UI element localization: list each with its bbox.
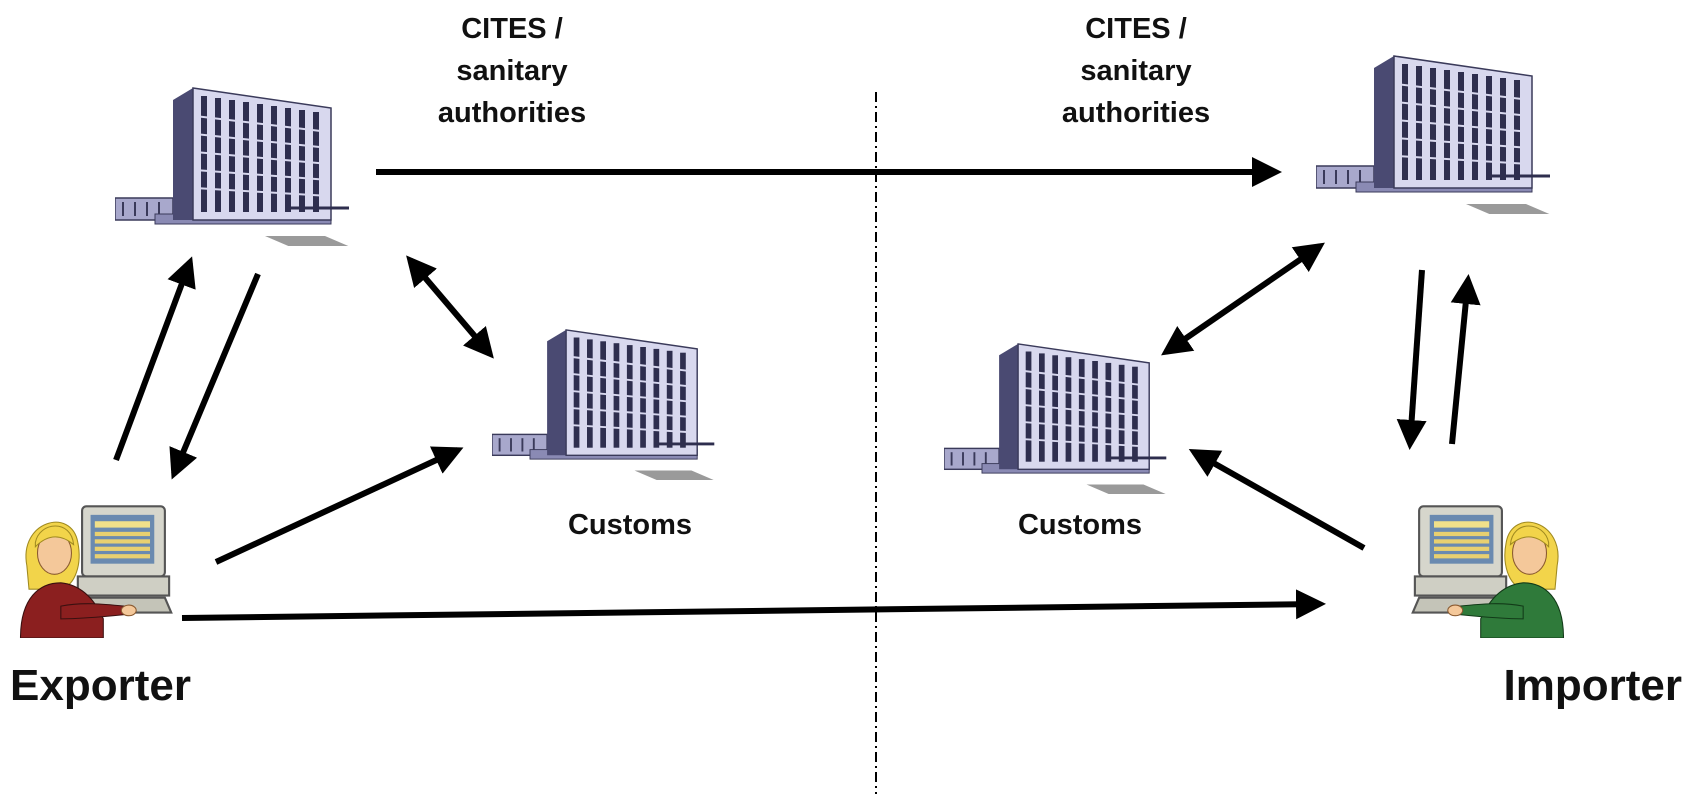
arrow-importer-to-authority-right (1449, 274, 1481, 445)
authority-right-label-line3: authorities (1062, 97, 1210, 129)
importer-person-icon (1411, 505, 1565, 638)
authority-left-label-line2: sanitary (456, 55, 567, 87)
authority-left-label-line3: authorities (438, 97, 586, 129)
authority-right-label-line1: CITES / (1085, 13, 1187, 45)
authority-left-label-line1: CITES / (461, 13, 563, 45)
arrow-exporter-to-importer (181, 589, 1326, 621)
exporter-label: Exporter (10, 661, 191, 710)
importer-label: Importer (1504, 661, 1682, 710)
arrow-exporter-to-authority-left (113, 256, 196, 462)
arrow-authority-left-to-exporter (169, 272, 261, 480)
arrow-importer-to-customs-right (1188, 449, 1366, 551)
arrow-authority-left-customs-left (406, 255, 494, 359)
customs-left-label: Customs (568, 509, 692, 541)
authority-right-label-line2: sanitary (1080, 55, 1191, 87)
customs-right-label: Customs (1018, 509, 1142, 541)
arrow-authority-right-to-importer (1396, 269, 1427, 450)
customs-left-building-icon (492, 328, 720, 480)
exporter-person-icon (19, 505, 173, 638)
arrow-exporter-to-customs-left (214, 446, 464, 565)
arrow-authority-right-customs-right (1161, 242, 1325, 356)
authority-right-building-icon (1316, 54, 1556, 214)
customs-right-building-icon (944, 342, 1172, 494)
authority-left-building-icon (115, 86, 355, 246)
